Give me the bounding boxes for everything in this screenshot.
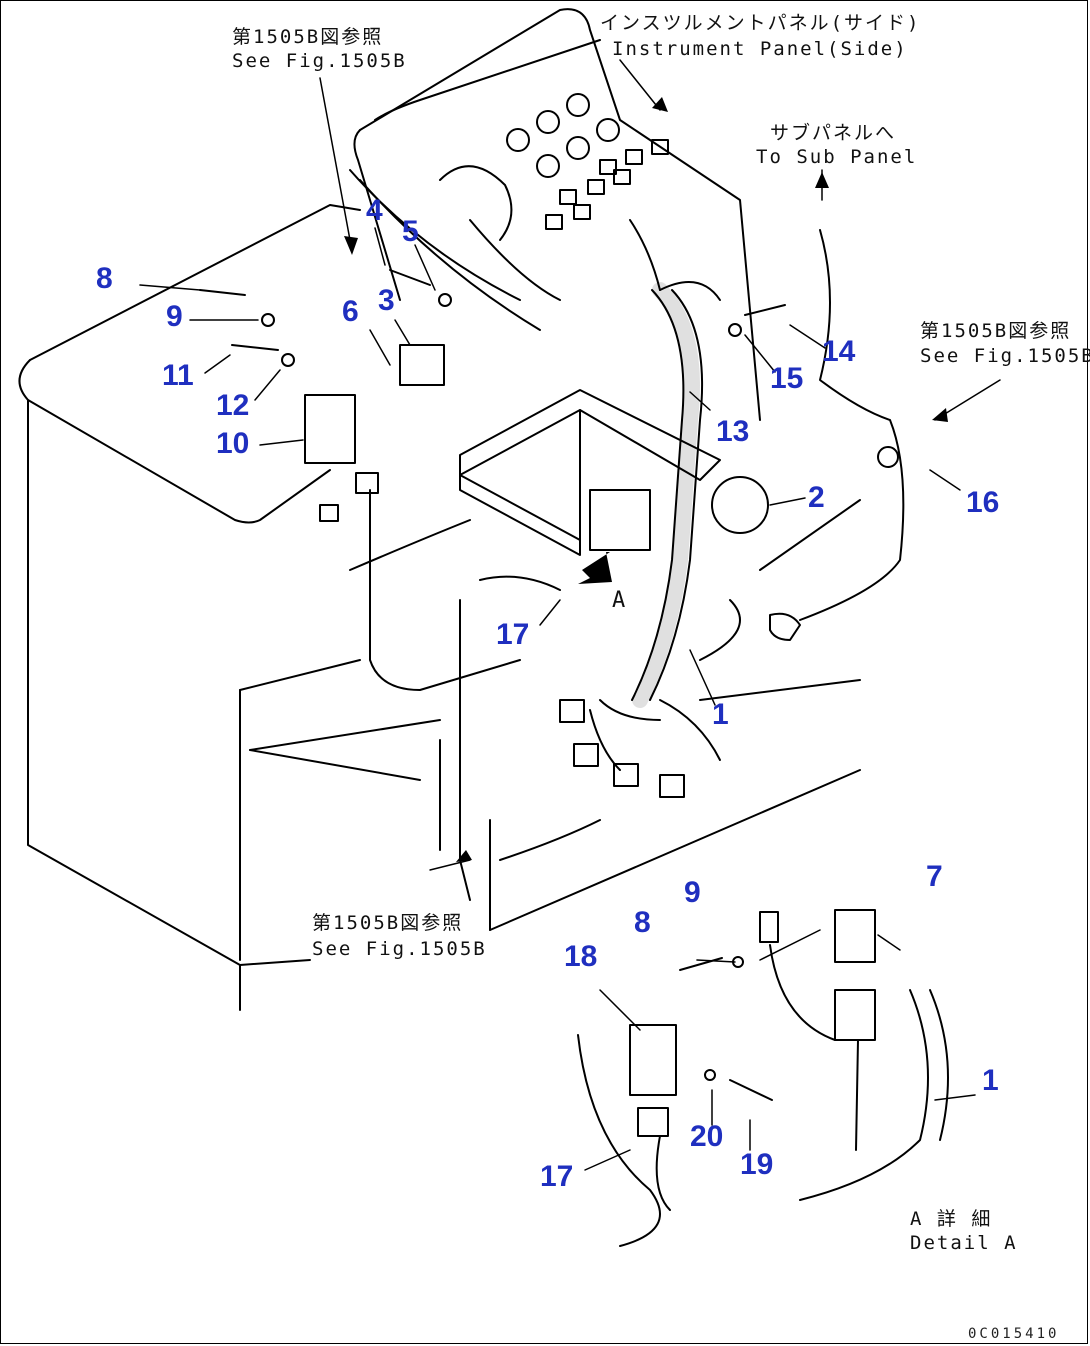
callout-part-6[interactable]: 6: [342, 295, 359, 328]
note-instrument-panel-jp: インスツルメントパネル(サイド): [600, 12, 921, 34]
callout-part-13[interactable]: 13: [716, 415, 750, 448]
leader-lines: [139, 59, 1001, 1171]
note-see-fig-bottom-jp: 第1505B図参照: [312, 912, 464, 934]
detail-a-drawing: [577, 909, 949, 1247]
callout-part-19[interactable]: 19: [740, 1148, 774, 1181]
callout-part-8-main[interactable]: 8: [96, 262, 113, 295]
callout-part-7[interactable]: 7: [926, 860, 943, 893]
wiring: [349, 169, 905, 901]
callout-part-16[interactable]: 16: [966, 486, 1000, 519]
callout-part-20[interactable]: 20: [690, 1120, 724, 1153]
callout-part-15[interactable]: 15: [770, 362, 804, 395]
harness-1: [631, 281, 721, 708]
callout-part-2[interactable]: 2: [808, 481, 825, 514]
callout-part-17-main[interactable]: 17: [496, 618, 530, 651]
connectors: [304, 344, 899, 798]
note-see-fig-bottom-en: See Fig.1505B: [312, 938, 487, 960]
bracket-13: [459, 389, 721, 556]
cab-body: [18, 204, 861, 1011]
detail-marker-a: A: [612, 588, 628, 613]
note-sub-panel-en: To Sub Panel: [756, 146, 918, 168]
note-sub-panel-jp: サブパネルへ: [770, 122, 897, 144]
callout-part-10[interactable]: 10: [216, 427, 250, 460]
callout-part-11[interactable]: 11: [162, 359, 194, 392]
callout-part-17-detail[interactable]: 17: [540, 1160, 574, 1193]
callout-part-9-main[interactable]: 9: [166, 300, 183, 333]
note-instrument-panel-en: Instrument Panel(Side): [612, 38, 908, 60]
callout-part-18[interactable]: 18: [564, 940, 598, 973]
callout-part-1-detail[interactable]: 1: [982, 1064, 999, 1097]
note-detail-jp: A 詳 細: [910, 1208, 993, 1230]
drawing-code: 0C015410: [968, 1326, 1060, 1342]
arrows: [344, 97, 948, 862]
note-see-fig-right-jp: 第1505B図参照: [920, 320, 1072, 342]
callout-part-5[interactable]: 5: [402, 215, 419, 248]
callout-part-4[interactable]: 4: [366, 194, 383, 227]
note-detail-en: Detail A: [910, 1232, 1018, 1254]
instrument-panel: [353, 8, 761, 421]
callout-part-9-detail[interactable]: 9: [684, 876, 701, 909]
callout-part-8-detail[interactable]: 8: [634, 906, 651, 939]
callout-part-12[interactable]: 12: [216, 389, 250, 422]
note-see-fig-top-jp: 第1505B図参照: [232, 26, 384, 48]
callout-part-1[interactable]: 1: [712, 698, 729, 731]
note-see-fig-top-en: See Fig.1505B: [232, 50, 407, 72]
callout-part-3[interactable]: 3: [378, 284, 395, 317]
note-see-fig-right-en: See Fig.1505B: [920, 345, 1090, 367]
callout-part-14[interactable]: 14: [822, 335, 856, 368]
